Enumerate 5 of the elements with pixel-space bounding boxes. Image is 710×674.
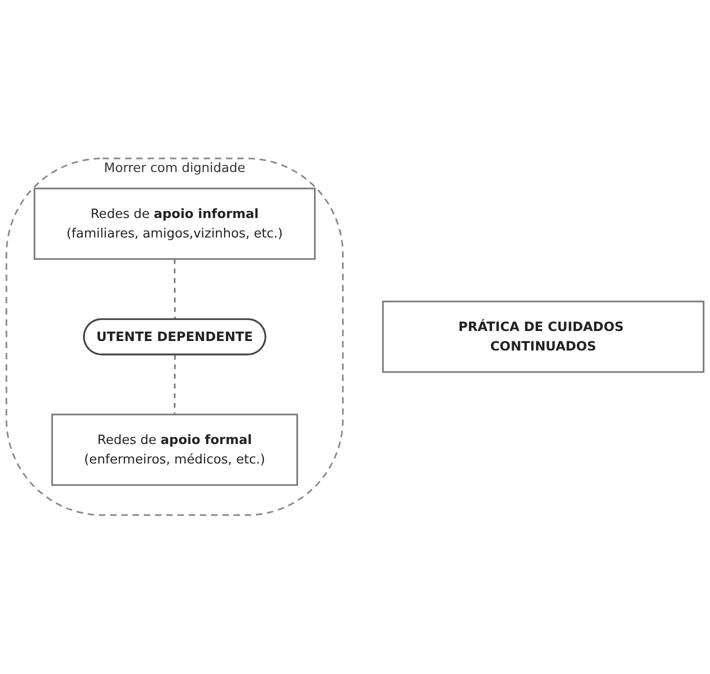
connector: [174, 355, 176, 415]
node-box: Redes de apoio formal (enfermeiros, médicos, etc.): [51, 414, 298, 486]
node-box: Redes de apoio informal (familiares, amigos,vizinhos, etc.): [34, 188, 316, 260]
connector: [174, 259, 176, 320]
node-box: PRÁTICA DE CUIDADOS CONTINUADOS: [382, 300, 704, 374]
